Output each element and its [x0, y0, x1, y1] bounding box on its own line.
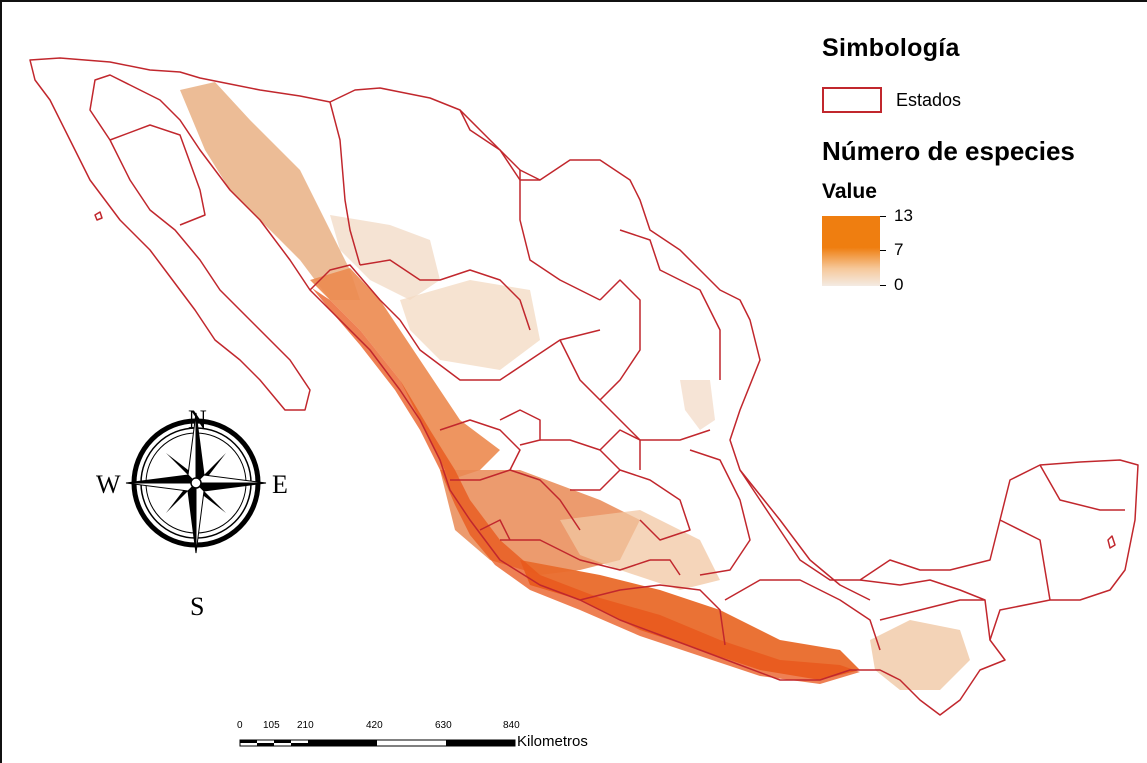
compass-rose: [125, 412, 267, 554]
island-cozumel: [1107, 535, 1116, 549]
state-line-campeche: [999, 519, 1051, 601]
state-line-tabasco: [859, 579, 986, 601]
compass-south-label: S: [190, 592, 205, 621]
richness-central-highlands: [560, 510, 720, 590]
richness-durango: [400, 280, 540, 370]
compass-east-label: E: [272, 470, 288, 499]
ramp-tick-mid: [880, 250, 886, 251]
state-line-guerrero: [579, 584, 726, 646]
state-line-veracruz: [739, 469, 871, 601]
ramp-label-max: 13: [894, 206, 913, 225]
ramp-label-min: 0: [894, 275, 904, 294]
ramp-tick-max: [880, 216, 886, 217]
state-line-chiapas: [879, 599, 991, 641]
state-line-nl: [599, 279, 641, 401]
state-line-jalisco: [450, 469, 581, 531]
richness-pacific-slope: [310, 268, 500, 480]
mexico-outline: [29, 57, 1139, 716]
scale-bar: [239, 739, 516, 747]
richness-guerrero-oaxaca: [520, 560, 860, 680]
scale-tick-210: 210: [297, 720, 314, 731]
compass-north-label: N: [188, 405, 207, 434]
ramp-label-mid: 7: [894, 240, 904, 259]
state-line-slp: [559, 339, 711, 441]
state-line-aguascalientes: [499, 409, 541, 446]
species-richness-layer: [180, 82, 970, 690]
state-line-durango: [359, 259, 531, 331]
legend-subtitle: Número de especies: [822, 136, 1075, 166]
state-line-sonora-chihuahua: [329, 101, 361, 266]
island-revillagigedo: [94, 211, 103, 221]
state-line-puebla: [689, 449, 751, 576]
scale-tick-105: 105: [263, 720, 280, 731]
scale-tick-0: 0: [237, 720, 243, 731]
scale-unit-label: Kilometros: [517, 733, 588, 750]
scale-tick-630: 630: [435, 720, 452, 731]
state-line-chihuahua-coahuila: [459, 109, 540, 181]
legend-value-label: Value: [822, 180, 877, 203]
legend-estados-label: Estados: [896, 90, 962, 110]
legend-title: Simbología: [822, 34, 960, 62]
state-line-guanajuato: [540, 439, 621, 491]
state-line-tamaulipas: [619, 229, 721, 380]
legend-color-ramp: [822, 216, 880, 286]
pacific-coast-band: [312, 288, 860, 684]
state-boundaries: [29, 57, 1139, 716]
legend-estados-swatch: [822, 87, 882, 113]
state-line-yucatan: [1039, 464, 1125, 511]
richness-veracruz-strip: [680, 380, 715, 430]
state-line-sinaloa: [309, 264, 401, 321]
state-line-queretaro: [599, 429, 641, 470]
richness-sierra-madre-occidental: [180, 82, 360, 300]
state-line-edomex: [619, 469, 691, 541]
compass-cardinal-points: [125, 412, 267, 554]
state-line-morelos: [650, 559, 681, 576]
ramp-tick-min: [880, 285, 886, 286]
state-line-baja: [109, 124, 206, 226]
scale-tick-840: 840: [503, 720, 520, 731]
state-line-nayarit: [439, 419, 521, 471]
compass-west-label: W: [96, 470, 121, 499]
state-line-coahuila-nl: [519, 170, 601, 301]
scale-tick-420: 420: [366, 720, 383, 731]
state-line-oaxaca: [724, 579, 881, 651]
state-line-colima: [479, 519, 511, 541]
richness-north-plateau: [330, 215, 440, 300]
state-line-michoacan: [500, 539, 651, 571]
richness-chiapas: [870, 620, 970, 690]
